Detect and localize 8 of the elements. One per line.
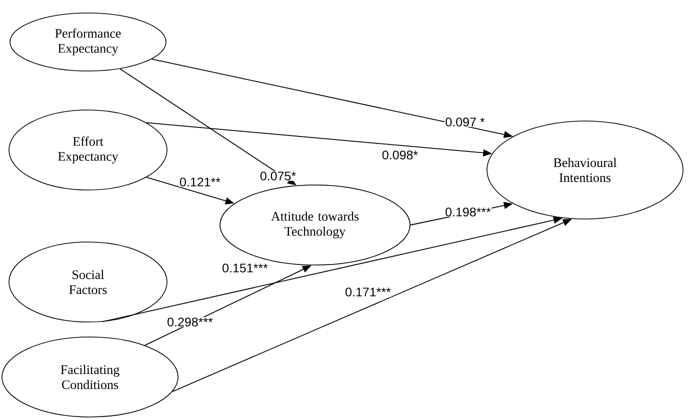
edge-label: 0.151*** (222, 263, 268, 273)
edge-label: 0.121** (179, 177, 221, 187)
edge-label: 0.098* (381, 150, 419, 160)
edge-label: 0.097 * (444, 117, 486, 127)
edge-label: 0.171*** (344, 287, 392, 297)
edge-label: 0.298*** (166, 317, 214, 327)
edge-label: 0.198*** (444, 207, 492, 217)
edge-label: 0.075* (259, 171, 297, 181)
